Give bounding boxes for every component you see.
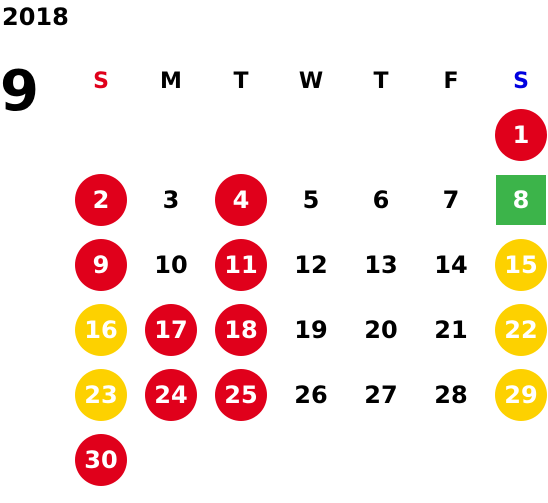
calendar-day-28[interactable]: 28 <box>434 380 468 409</box>
calendar-day-3[interactable]: 3 <box>162 185 180 214</box>
calendar-day-cell: 27 <box>346 362 416 427</box>
calendar-day-10[interactable]: 10 <box>154 250 188 279</box>
calendar-day-14[interactable]: 14 <box>434 250 468 279</box>
calendar-day-cell: 8 <box>486 167 548 232</box>
calendar-day-cell: 15 <box>486 232 548 297</box>
calendar-day-13[interactable]: 13 <box>364 250 398 279</box>
calendar-day-9[interactable]: 9 <box>75 238 127 291</box>
calendar-day-16[interactable]: 16 <box>75 303 127 356</box>
weekday-header-thu: T <box>373 68 389 94</box>
calendar-day-cell: 2 <box>66 167 136 232</box>
calendar-day-12[interactable]: 12 <box>294 250 328 279</box>
calendar-day-cell: 10 <box>136 232 206 297</box>
calendar-day-cell: 25 <box>206 362 276 427</box>
calendar-day-cell: 20 <box>346 297 416 362</box>
calendar-day-23[interactable]: 23 <box>75 368 127 421</box>
calendar-day-cell: 4 <box>206 167 276 232</box>
calendar-day-cell: 29 <box>486 362 548 427</box>
calendar-empty-cell <box>206 102 276 167</box>
calendar-empty-cell <box>486 427 548 492</box>
calendar-day-cell: 17 <box>136 297 206 362</box>
calendar-day-cell: 14 <box>416 232 486 297</box>
calendar-day-15[interactable]: 15 <box>495 238 547 291</box>
calendar-empty-cell <box>346 102 416 167</box>
calendar-day-cell: 18 <box>206 297 276 362</box>
calendar-day-cell: 6 <box>346 167 416 232</box>
weekday-header-wed: W <box>298 68 324 94</box>
calendar-day-26[interactable]: 26 <box>294 380 328 409</box>
weekday-header-fri: F <box>443 68 459 94</box>
calendar-day-17[interactable]: 17 <box>145 303 197 356</box>
calendar-day-cell: 28 <box>416 362 486 427</box>
calendar-day-cell: 9 <box>66 232 136 297</box>
calendar-day-6[interactable]: 6 <box>372 185 390 214</box>
calendar-day-24[interactable]: 24 <box>145 368 197 421</box>
calendar-day-22[interactable]: 22 <box>495 303 547 356</box>
calendar-day-cell: 19 <box>276 297 346 362</box>
calendar-month: 9 <box>0 59 39 124</box>
calendar-day-8[interactable]: 8 <box>496 174 546 225</box>
calendar-day-cell: 21 <box>416 297 486 362</box>
calendar-day-cell: 1 <box>486 102 548 167</box>
calendar-empty-cell <box>136 102 206 167</box>
calendar-day-30[interactable]: 30 <box>75 433 127 486</box>
calendar-empty-cell <box>416 427 486 492</box>
weekday-header-mon: M <box>160 68 182 94</box>
calendar-year: 2018 <box>2 3 69 31</box>
calendar-day-cell: 24 <box>136 362 206 427</box>
calendar-day-1[interactable]: 1 <box>495 108 547 161</box>
calendar-day-7[interactable]: 7 <box>442 185 460 214</box>
calendar-empty-cell <box>206 427 276 492</box>
calendar-day-20[interactable]: 20 <box>364 315 398 344</box>
calendar-empty-cell <box>276 427 346 492</box>
calendar-day-cell: 23 <box>66 362 136 427</box>
calendar-day-27[interactable]: 27 <box>364 380 398 409</box>
calendar-day-2[interactable]: 2 <box>75 173 127 226</box>
calendar-empty-cell <box>346 427 416 492</box>
calendar-day-cell: 26 <box>276 362 346 427</box>
weekday-header-tue: T <box>233 68 249 94</box>
calendar-day-cell: 7 <box>416 167 486 232</box>
calendar-day-cell: 13 <box>346 232 416 297</box>
calendar-day-19[interactable]: 19 <box>294 315 328 344</box>
calendar-day-5[interactable]: 5 <box>302 185 320 214</box>
calendar-day-cell: 16 <box>66 297 136 362</box>
weekday-header-sat: S <box>513 68 529 94</box>
weekday-header-sun: S <box>93 68 109 94</box>
calendar-day-cell: 5 <box>276 167 346 232</box>
calendar-day-cell: 22 <box>486 297 548 362</box>
calendar-day-25[interactable]: 25 <box>215 368 267 421</box>
calendar-empty-cell <box>276 102 346 167</box>
calendar-day-18[interactable]: 18 <box>215 303 267 356</box>
calendar-day-11[interactable]: 11 <box>215 238 267 291</box>
calendar-day-4[interactable]: 4 <box>215 173 267 226</box>
calendar-day-cell: 3 <box>136 167 206 232</box>
calendar-empty-cell <box>416 102 486 167</box>
calendar-day-cell: 30 <box>66 427 136 492</box>
calendar-day-cell: 12 <box>276 232 346 297</box>
calendar-day-21[interactable]: 21 <box>434 315 468 344</box>
calendar-day-29[interactable]: 29 <box>495 368 547 421</box>
calendar-day-cell: 11 <box>206 232 276 297</box>
calendar-empty-cell <box>136 427 206 492</box>
calendar-empty-cell <box>66 102 136 167</box>
